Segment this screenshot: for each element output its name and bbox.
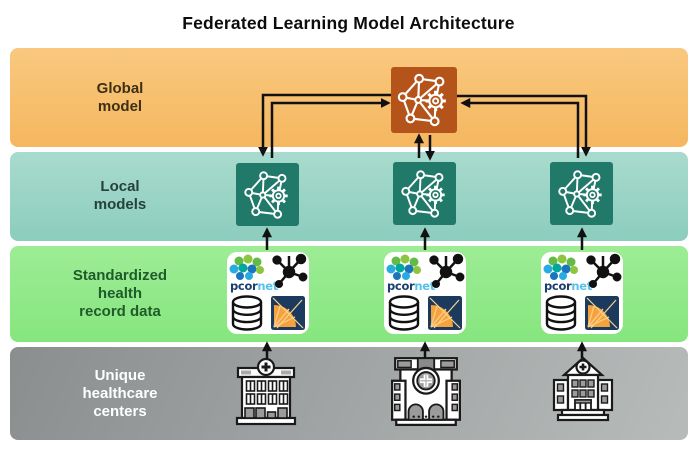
pcornet-cluster-icons: pcornet (229, 253, 308, 331)
local-models-label: Local models (93, 178, 147, 213)
pcornet-data-cluster-2: pcornet (384, 252, 466, 334)
pcornet-data-cluster-3: pcornet (541, 252, 623, 334)
molecule-icon (586, 253, 622, 289)
pcornet-cluster-icons: pcornet (543, 253, 622, 331)
hospital-icon-1 (230, 356, 302, 431)
molecule-icon (429, 253, 465, 289)
local-model-2-network-gear-icon (393, 162, 456, 225)
network-gear-icon (243, 170, 288, 219)
pcornet-logo: pcornet (543, 254, 593, 293)
svg-text:pcornet: pcornet (544, 279, 593, 293)
network-gear-icon (397, 73, 446, 127)
hospital-icon (235, 357, 297, 426)
health-record-data-label: Standardized health record data (72, 267, 168, 320)
database-icon (231, 295, 263, 331)
database-icon (545, 295, 577, 331)
pcornet-cluster-icons: pcornet (386, 253, 465, 331)
fan-chart-logo (585, 296, 619, 330)
local-model-1-network-gear-icon (236, 163, 299, 226)
pcornet-logo: pcornet (229, 254, 279, 293)
molecule-icon (272, 253, 308, 289)
svg-text:pcornet: pcornet (230, 279, 279, 293)
healthcare-centers-label: Unique healthcare centers (82, 367, 158, 420)
database-icon (388, 295, 420, 331)
diagram-title: Federated Learning Model Architecture (182, 13, 515, 33)
hospital-icon-3 (547, 354, 619, 431)
global-model-network-gear-icon (391, 67, 457, 133)
pcornet-data-cluster-1: pcornet (227, 252, 309, 334)
hospital-icon-2 (387, 352, 465, 433)
hospital-icon (391, 357, 461, 427)
global-model-label: Global model (96, 80, 144, 115)
local-model-3-network-gear-icon (550, 162, 613, 225)
network-gear-icon (557, 169, 602, 218)
fan-chart-logo (428, 296, 462, 330)
network-gear-icon (400, 169, 445, 218)
pcornet-logo: pcornet (386, 254, 436, 293)
hospital-icon (552, 356, 614, 422)
svg-text:pcornet: pcornet (387, 279, 436, 293)
fan-chart-logo (271, 296, 305, 330)
